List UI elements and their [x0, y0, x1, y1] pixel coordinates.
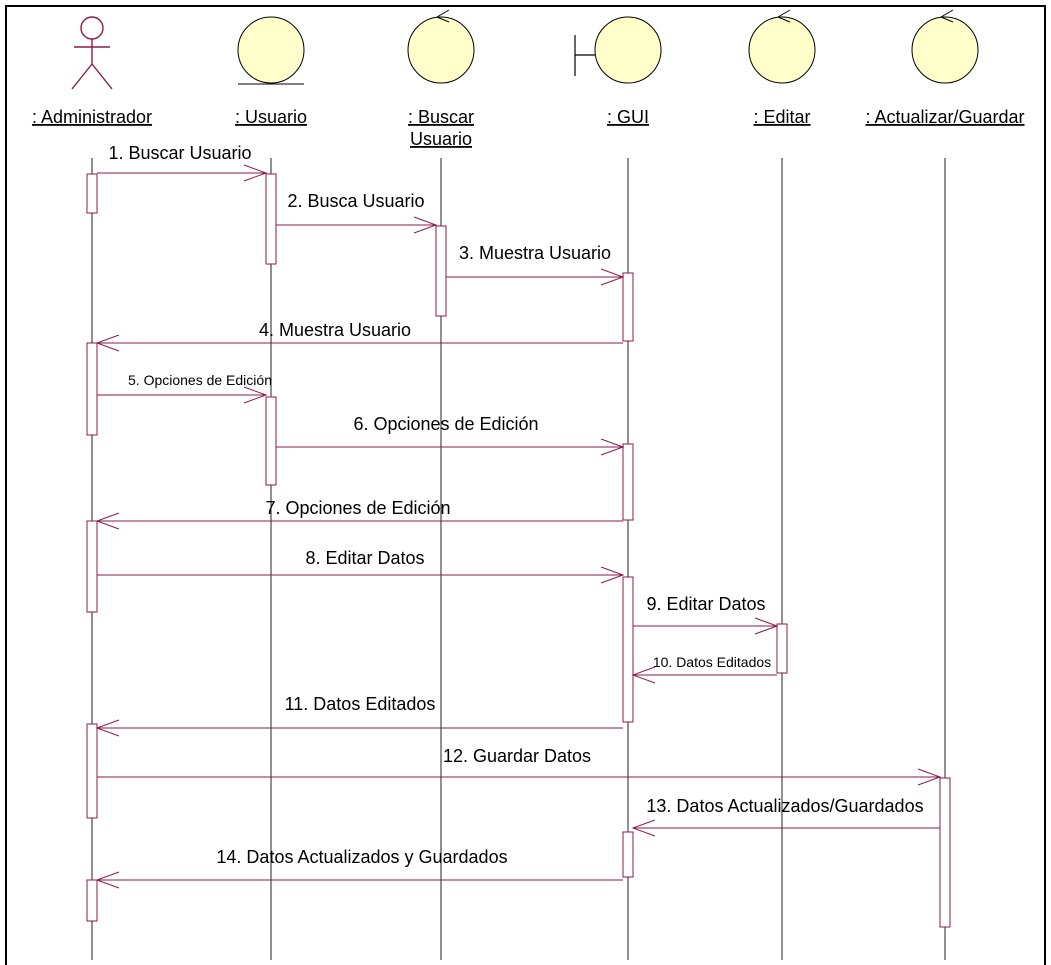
- activation-actualizar: [939, 777, 951, 928]
- message-11: 11. Datos Editados: [95, 694, 623, 737]
- entity-icon: [237, 16, 305, 85]
- activation-admin: [86, 173, 98, 214]
- arrowhead-icon: [631, 666, 656, 684]
- arrowhead-icon: [95, 871, 120, 889]
- participant-usuario: : Usuario: [235, 16, 307, 127]
- control-icon: [407, 9, 475, 84]
- message-6: 6. Opciones de Edición: [276, 414, 625, 456]
- arrowhead-icon: [600, 438, 625, 456]
- activation-admin: [86, 342, 98, 436]
- message-2: 2. Busca Usuario: [276, 191, 438, 234]
- diagram-frame: [5, 5, 1046, 965]
- head-circle: [911, 16, 979, 84]
- participant-gui: : GUI: [574, 16, 662, 127]
- actor-head: [80, 16, 104, 40]
- control-arrow: [940, 9, 954, 23]
- message-8: 8. Editar Datos: [97, 548, 625, 584]
- message-12: 12. Guardar Datos: [97, 746, 942, 786]
- activation-buscar: [435, 225, 447, 317]
- message-label: 12. Guardar Datos: [443, 746, 591, 766]
- head-circle: [407, 16, 475, 84]
- participant-label-buscar: : Buscar: [408, 107, 474, 127]
- activation-usuario: [265, 173, 277, 265]
- participant-label-buscar: Usuario: [410, 129, 472, 149]
- message-label: 10. Datos Editados: [653, 654, 771, 670]
- participant-label-editar: : Editar: [753, 107, 810, 127]
- message-label: 11. Datos Editados: [285, 694, 436, 714]
- message-label: 4. Muestra Usuario: [259, 320, 411, 340]
- message-label: 9. Editar Datos: [646, 594, 765, 614]
- message-14: 14. Datos Actualizados y Guardados: [95, 847, 623, 889]
- actor-right-leg: [91, 63, 113, 90]
- participant-label-gui: : GUI: [607, 107, 649, 127]
- control-icon: [911, 9, 979, 84]
- arrowhead-icon: [95, 334, 120, 352]
- head-circle: [594, 16, 662, 84]
- control-icon: [748, 9, 816, 84]
- participant-label-admin: : Administrador: [32, 107, 152, 127]
- participant-label-usuario: : Usuario: [235, 107, 307, 127]
- message-label: 2. Busca Usuario: [287, 191, 424, 211]
- message-label: 6. Opciones de Edición: [353, 414, 538, 434]
- messages: 1. Buscar Usuario 2. Busca Usuario 3. Mues…: [95, 143, 942, 889]
- message-10: 10. Datos Editados: [631, 654, 777, 684]
- actor-left-leg: [71, 63, 93, 90]
- activation-gui: [622, 443, 634, 521]
- arrowhead-icon: [631, 819, 656, 837]
- message-label: 3. Muestra Usuario: [459, 243, 611, 263]
- actor-icon: [71, 16, 113, 90]
- message-label: 5. Opciones de Edición: [128, 372, 272, 388]
- message-13: 13. Datos Actualizados/Guardados: [631, 796, 940, 837]
- head-circle: [237, 16, 305, 84]
- message-3: 3. Muestra Usuario: [446, 243, 625, 286]
- message-label: 8. Editar Datos: [305, 548, 424, 568]
- arrowhead-icon: [600, 268, 625, 286]
- boundary-icon: [574, 16, 662, 84]
- activation-gui: [622, 576, 634, 723]
- activation-usuario: [265, 396, 277, 486]
- message-label: 1. Buscar Usuario: [108, 143, 251, 163]
- arrowhead-icon: [243, 386, 268, 404]
- activation-bars: [86, 173, 951, 928]
- participant-label-actualizar: : Actualizar/Guardar: [865, 107, 1024, 127]
- participant-editar: : Editar: [748, 9, 816, 127]
- activation-admin: [86, 520, 98, 613]
- message-label: 13. Datos Actualizados/Guardados: [646, 796, 923, 816]
- activation-gui: [622, 272, 634, 342]
- lifelines: [91, 158, 946, 960]
- message-4: 4. Muestra Usuario: [95, 320, 623, 352]
- message-7: 7. Opciones de Edición: [95, 498, 623, 530]
- message-label: 14. Datos Actualizados y Guardados: [216, 847, 507, 867]
- arrowhead-icon: [95, 512, 120, 530]
- arrowhead-icon: [754, 617, 779, 635]
- message-5: 5. Opciones de Edición: [97, 372, 272, 404]
- participant-heads: : Administrador : Usuario : BuscarUsuario:…: [32, 9, 1025, 149]
- message-9: 9. Editar Datos: [633, 594, 779, 635]
- arrowhead-icon: [243, 164, 268, 182]
- head-circle: [748, 16, 816, 84]
- arrowhead-icon: [600, 566, 625, 584]
- participant-admin: : Administrador: [32, 16, 152, 127]
- participant-actualizar: : Actualizar/Guardar: [865, 9, 1025, 127]
- control-arrow: [436, 9, 450, 23]
- activation-admin: [86, 879, 98, 922]
- message-label: 7. Opciones de Edición: [265, 498, 450, 518]
- activation-admin: [86, 723, 98, 819]
- activation-editar: [776, 623, 788, 674]
- control-arrow: [777, 9, 791, 23]
- arrowhead-icon: [917, 768, 942, 786]
- arrowhead-icon: [95, 719, 120, 737]
- arrowhead-icon: [413, 216, 438, 234]
- message-1: 1. Buscar Usuario: [97, 143, 268, 182]
- activation-gui: [622, 831, 634, 878]
